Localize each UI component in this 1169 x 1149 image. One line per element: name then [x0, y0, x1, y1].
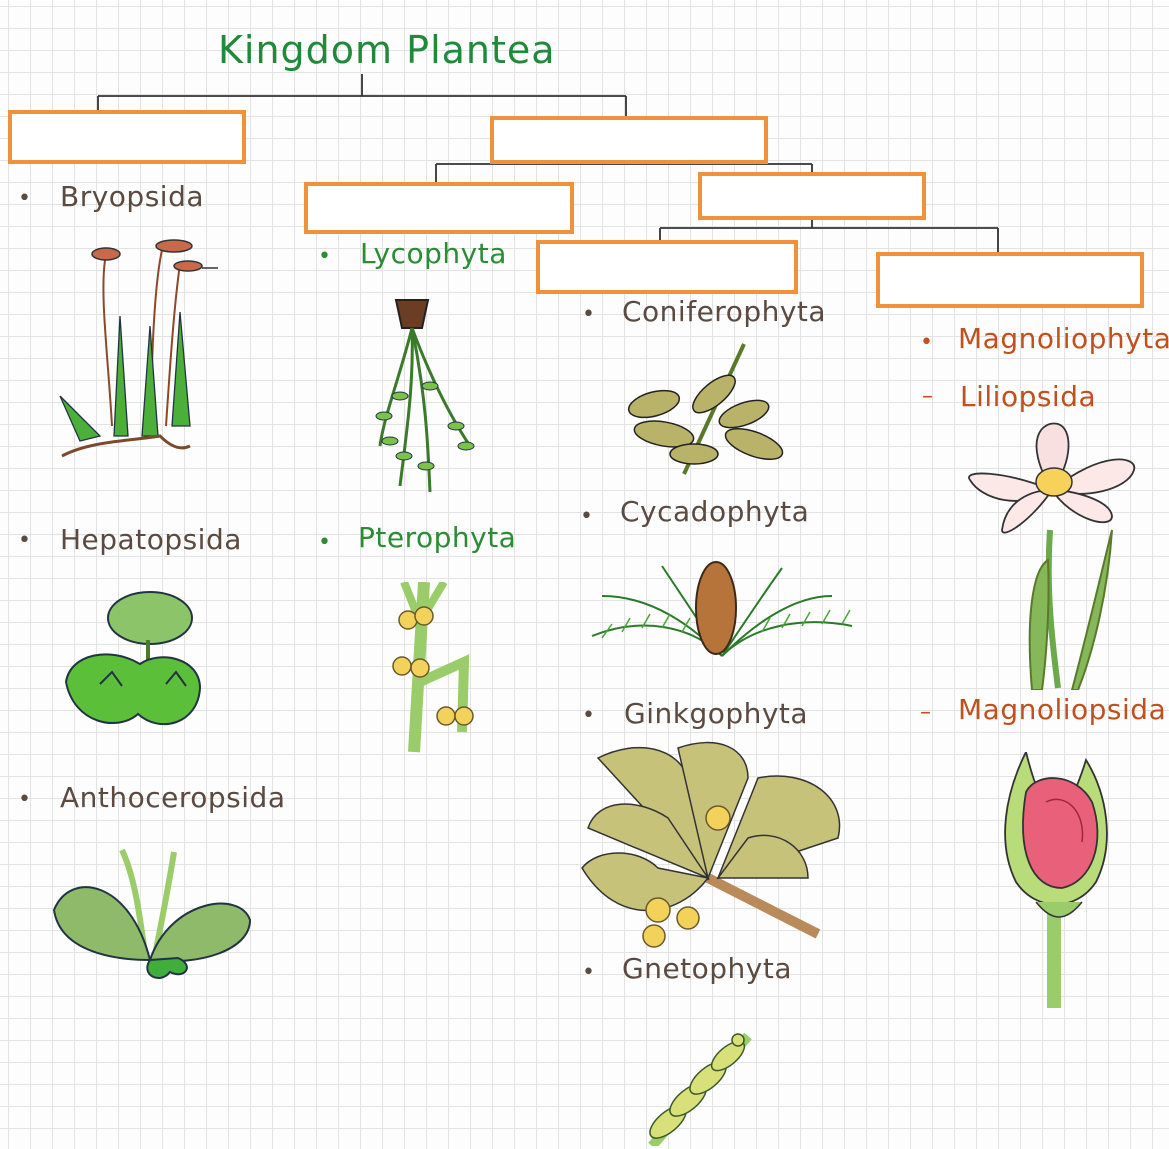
answer-box-3[interactable]	[304, 182, 574, 234]
label-coniferophyta: Coniferophyta	[622, 295, 826, 328]
label-magnoliophyta: Magnoliophyta	[958, 322, 1169, 355]
bullet-marker: •	[18, 528, 31, 553]
dash-marker: –	[920, 700, 931, 725]
clubmoss-illustration	[370, 296, 490, 502]
answer-box-6[interactable]	[876, 252, 1144, 308]
conifer-illustration	[624, 334, 788, 482]
label-anthoceropsida: Anthoceropsida	[60, 781, 285, 814]
bullet-marker: •	[318, 530, 331, 555]
label-magnoliopsida: Magnoliopsida	[958, 693, 1166, 726]
bullet-marker: •	[582, 960, 595, 985]
answer-box-1[interactable]	[8, 110, 246, 164]
liverwort-illustration	[60, 584, 210, 744]
dash-marker: –	[922, 384, 933, 409]
bullet-marker: •	[920, 330, 933, 355]
label-bryopsida: Bryopsida	[60, 180, 204, 213]
label-gnetophyta: Gnetophyta	[622, 952, 792, 985]
bullet-marker: •	[582, 302, 595, 327]
bullet-marker: •	[18, 186, 31, 211]
hornwort-illustration	[50, 840, 260, 990]
label-pterophyta: Pterophyta	[358, 521, 516, 554]
bullet-marker: •	[582, 703, 595, 728]
bullet-marker: •	[318, 244, 331, 269]
ginkgo-illustration	[578, 738, 858, 950]
label-ginkgophyta: Ginkgophyta	[624, 697, 808, 730]
bullet-marker: •	[580, 504, 593, 529]
rose-illustration	[996, 752, 1122, 1012]
label-cycadophyta: Cycadophyta	[620, 495, 809, 528]
gnetophyte-illustration	[638, 1026, 762, 1146]
answer-box-5[interactable]	[536, 240, 798, 294]
diagram-title: Kingdom Plantea	[218, 28, 556, 72]
bullet-marker: •	[18, 787, 31, 812]
answer-box-4[interactable]	[698, 172, 926, 220]
moss-illustration	[50, 236, 220, 468]
answer-box-2[interactable]	[490, 116, 768, 164]
cycad-illustration	[582, 556, 866, 666]
label-liliopsida: Liliopsida	[960, 380, 1096, 413]
daffodil-illustration	[962, 420, 1144, 690]
label-lycophyta: Lycophyta	[360, 237, 507, 270]
whisk-fern-illustration	[384, 582, 480, 758]
label-hepatopsida: Hepatopsida	[60, 523, 242, 556]
